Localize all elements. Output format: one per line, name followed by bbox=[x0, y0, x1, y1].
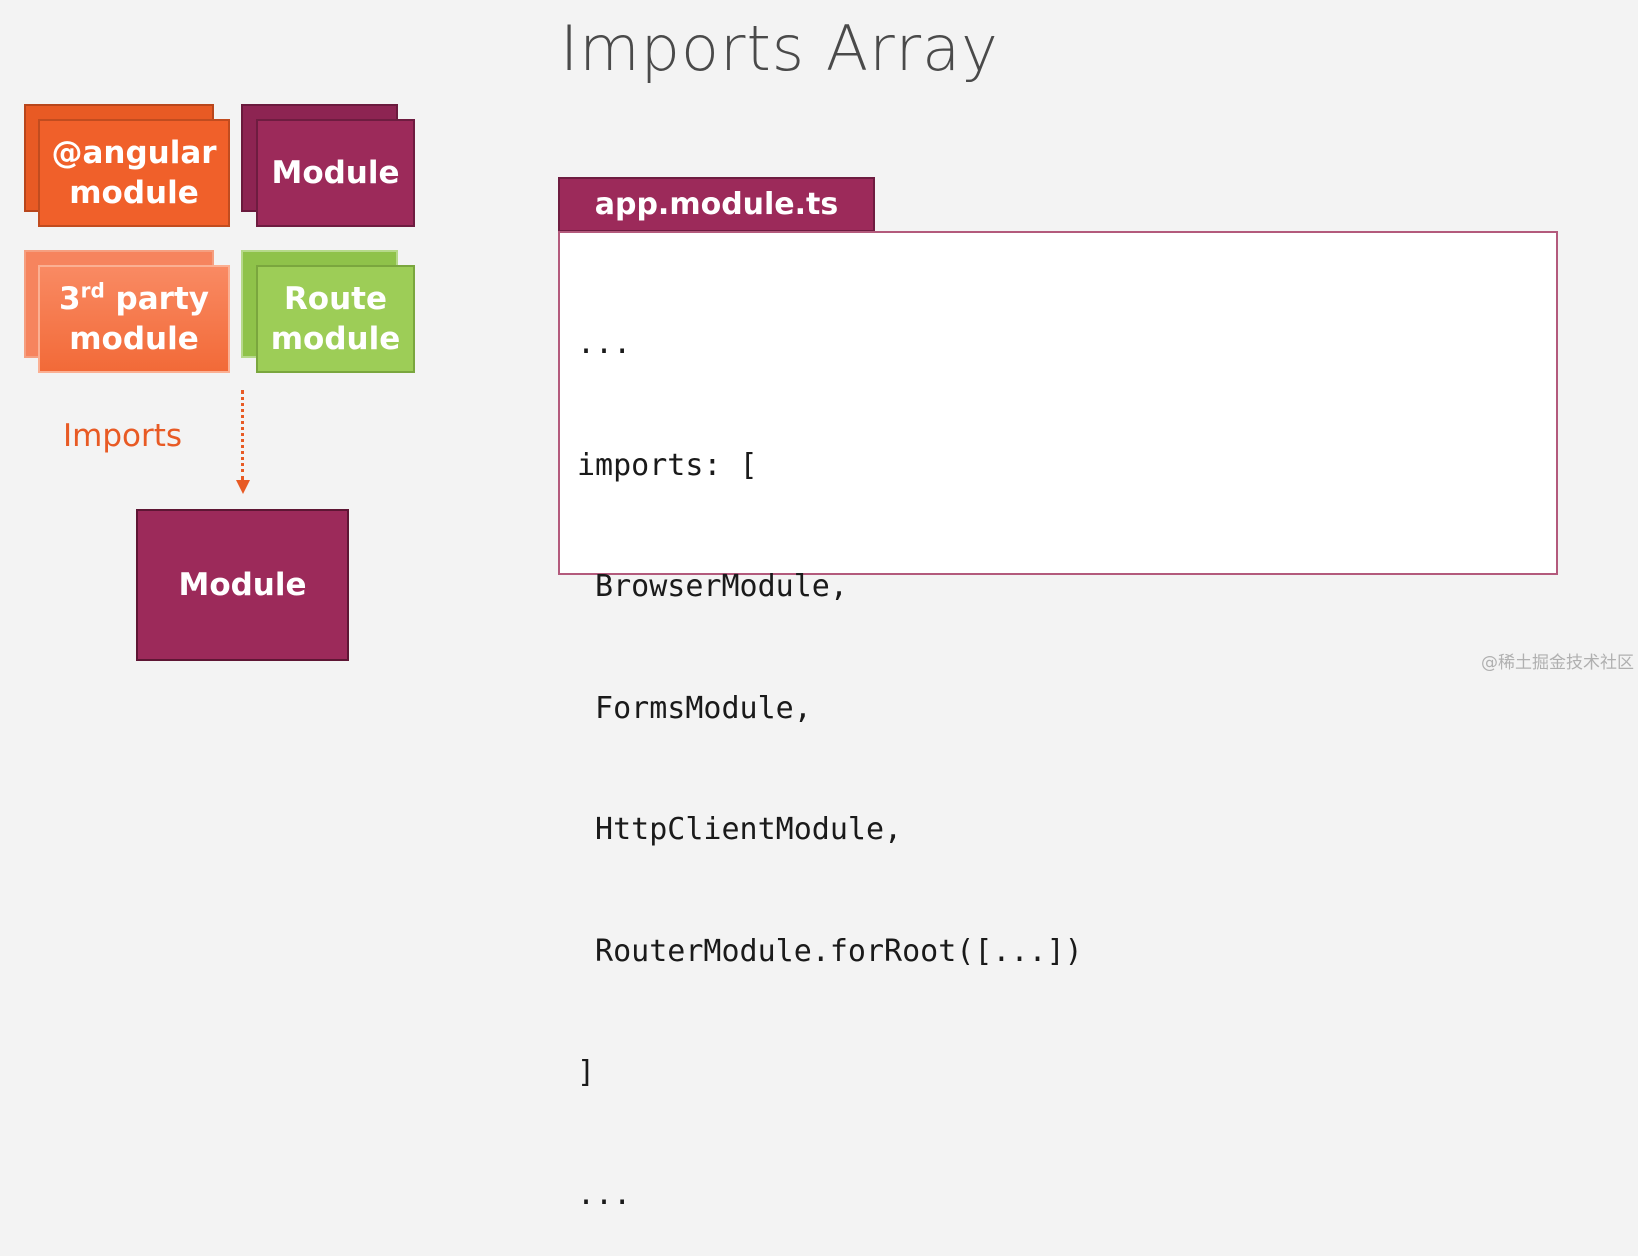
route-module-line1: Route bbox=[283, 281, 388, 317]
slide-title: Imports Array bbox=[560, 12, 999, 85]
code-line: BrowserModule, bbox=[577, 569, 848, 604]
angular-module-line1: @angular bbox=[51, 135, 217, 171]
angular-module-card: @angular module bbox=[38, 119, 230, 227]
imports-arrow-head bbox=[236, 480, 250, 494]
code-line: ... bbox=[577, 326, 632, 361]
code-block: ... imports: [ BrowserModule, FormsModul… bbox=[577, 243, 1083, 1256]
code-line: imports: [ bbox=[577, 447, 758, 483]
code-line: ] bbox=[577, 1055, 596, 1090]
target-module-box: Module bbox=[136, 509, 349, 661]
code-line: FormsModule, bbox=[577, 690, 812, 726]
file-tab-label: app.module.ts bbox=[594, 187, 839, 222]
module-card-label: Module bbox=[271, 155, 400, 191]
third-party-module-card: 3rd party module bbox=[38, 265, 230, 373]
code-box bbox=[558, 231, 1558, 575]
target-module-label: Module bbox=[178, 567, 307, 603]
code-line: ... bbox=[577, 1176, 632, 1212]
watermark: @稀土掘金技术社区 bbox=[1481, 653, 1634, 673]
third-party-module-line2: module bbox=[69, 321, 199, 357]
route-module-line2: module bbox=[270, 321, 401, 357]
route-module-card: Route module bbox=[256, 265, 415, 373]
file-tab: app.module.ts bbox=[558, 177, 875, 232]
module-card: Module bbox=[256, 119, 415, 227]
code-line: RouterModule.forRoot([...]) bbox=[577, 933, 1083, 969]
code-line: HttpClientModule, bbox=[577, 812, 903, 847]
third-party-module-line1: 3rd party bbox=[59, 278, 209, 317]
imports-label: Imports bbox=[63, 418, 183, 454]
imports-arrow-line bbox=[241, 390, 244, 480]
angular-module-line2: module bbox=[69, 175, 199, 211]
